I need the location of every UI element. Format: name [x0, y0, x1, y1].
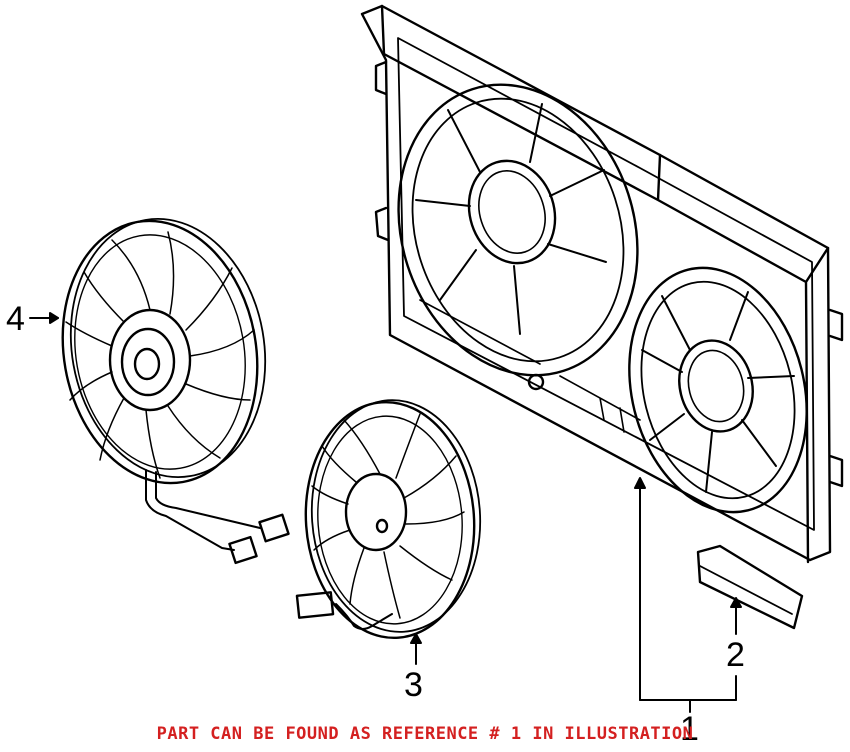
- seal-strip-part-2: [696, 544, 804, 630]
- fan-shroud-part-1: [360, 4, 844, 564]
- leader-lines: [29, 312, 742, 713]
- small-fan-connector: [295, 591, 335, 619]
- large-fan-wire: [145, 469, 261, 551]
- large-fan-motor-part-4: [61, 217, 290, 565]
- shroud-frame-inner: [397, 37, 815, 531]
- callout-2: 2: [726, 636, 745, 674]
- shroud-frame-side: [380, 4, 830, 564]
- shroud-tab-left-upper: [374, 60, 388, 96]
- callout-3: 3: [404, 666, 423, 704]
- small-fan-blades: [311, 413, 465, 619]
- shroud-tab-right-lower: [828, 454, 844, 488]
- callout-1: 1: [680, 710, 699, 748]
- shroud-left-fan-opening: [397, 83, 639, 391]
- large-fan-connector-a: [228, 535, 258, 565]
- shroud-tab-left-lower: [374, 206, 390, 242]
- small-fan-wire: [335, 603, 393, 630]
- large-fan-connector-b: [258, 513, 290, 543]
- small-fan-motor-part-3: [295, 399, 482, 640]
- shroud-frame-outline: [360, 4, 832, 562]
- shroud-lower-ribs: [419, 299, 641, 433]
- callout-4: 4: [6, 300, 25, 338]
- shroud-tab-right-upper: [828, 308, 844, 342]
- shroud-right-fan-opening: [628, 266, 808, 514]
- large-fan-blades: [65, 231, 255, 479]
- reference-note: PART CAN BE FOUND AS REFERENCE # 1 IN IL…: [156, 724, 694, 744]
